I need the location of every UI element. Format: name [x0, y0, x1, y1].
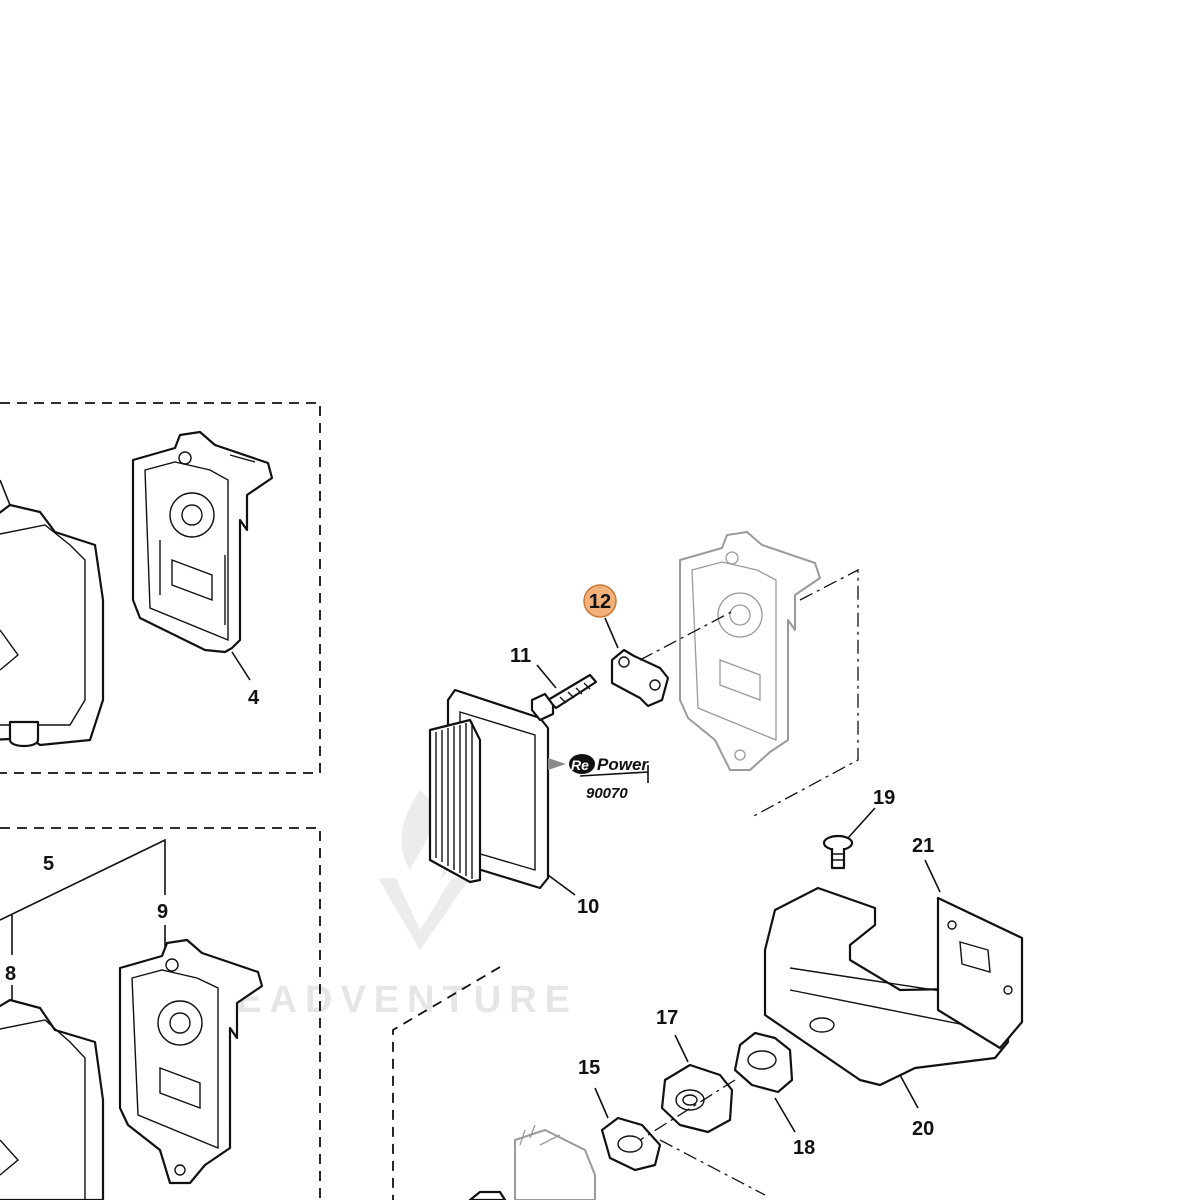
repower-logo-prefix: Re: [571, 757, 589, 773]
repower-logo-text: Power: [597, 755, 649, 774]
leader-upper-3: [0, 479, 11, 506]
callout-5: 5: [43, 853, 54, 875]
callout-10: 10: [577, 896, 599, 918]
gasket-18: [733, 1031, 794, 1094]
repower-arrow-icon: [548, 758, 566, 770]
callout-12: 12: [589, 591, 611, 613]
leader-12: [604, 617, 619, 649]
watermark-flame-icon: [401, 790, 454, 880]
air-filter-base-4: [131, 430, 274, 654]
assembly-line-lower: [639, 1079, 766, 1196]
gasket-15: [600, 1116, 662, 1172]
spacer-17: [660, 1063, 734, 1134]
leader-20: [899, 1074, 919, 1109]
leader-17: [674, 1034, 689, 1063]
callout-11: 11: [510, 645, 531, 667]
callout-21: 21: [912, 835, 934, 857]
callout-12-highlight: [583, 584, 617, 618]
assembly-line-upper: [639, 568, 859, 819]
bolt-11: [530, 673, 598, 722]
callout-9: 9: [157, 901, 168, 923]
callout-20: 20: [912, 1118, 934, 1140]
leader-18: [774, 1097, 796, 1133]
group-box-bottom: [392, 966, 501, 1200]
callout-15: 15: [578, 1057, 600, 1079]
repower-part-number: 90070: [586, 785, 628, 802]
air-filter-cover-upper: [0, 503, 105, 748]
repower-badge: Re Power 90070: [548, 754, 649, 802]
callout-8: 8: [5, 963, 16, 985]
watermark-v-icon: [378, 878, 470, 950]
air-filter-cover-lower: [0, 998, 105, 1200]
leader-4: [231, 651, 251, 681]
leader-15: [594, 1087, 609, 1119]
carburetor-partial: [468, 1124, 596, 1200]
filter-base-reference: [679, 531, 821, 771]
bracket-12: [610, 648, 670, 708]
group-box-upper: [0, 402, 321, 774]
callout-19: 19: [873, 787, 895, 809]
gasket-21: [936, 896, 1024, 1050]
air-filter-element-10: [428, 688, 550, 890]
callout-4: 4: [248, 687, 260, 709]
leader-21: [924, 859, 941, 893]
group-box-lower: [0, 827, 321, 1200]
leader-19: [847, 807, 876, 839]
air-filter-base-9: [118, 938, 264, 1185]
watermark-text: LEADVENTURE: [205, 979, 578, 1021]
screw-19: [822, 834, 854, 870]
callout-18: 18: [793, 1137, 815, 1159]
leader-10: [547, 874, 576, 896]
leader-11: [536, 664, 557, 689]
callout-17: 17: [656, 1007, 678, 1029]
callout-labels: 4 5 8 9 10 11 12 15 17 18 19 20 21: [5, 584, 934, 1159]
leadventure-watermark: LEADVENTURE: [205, 790, 578, 1021]
leader-5-bracket: [0, 838, 166, 955]
